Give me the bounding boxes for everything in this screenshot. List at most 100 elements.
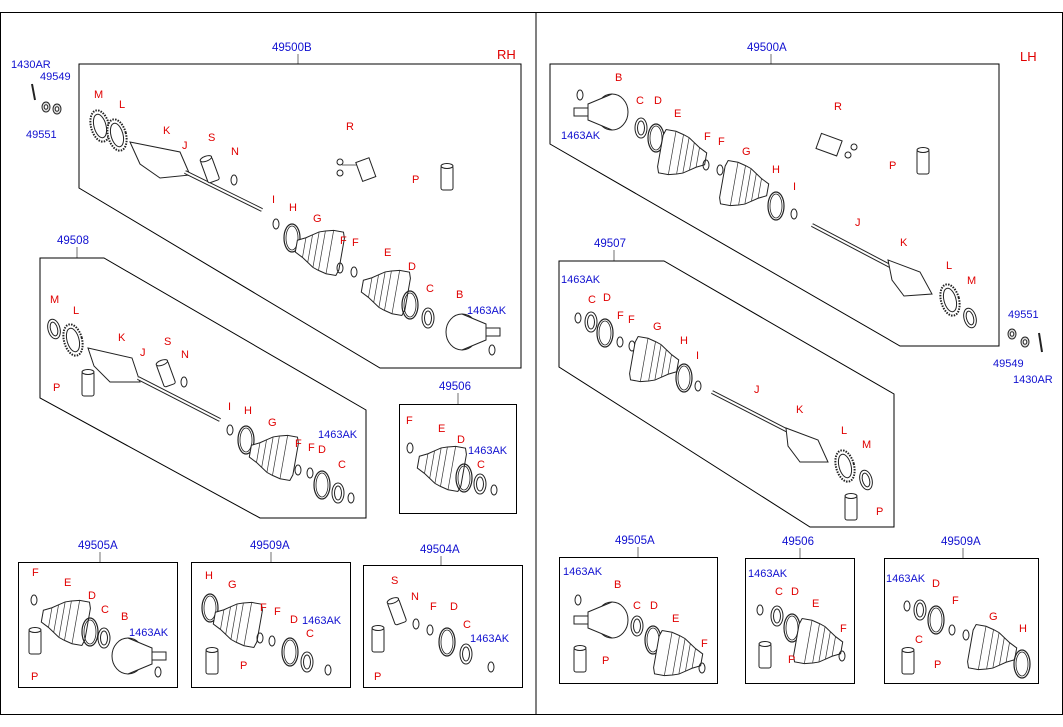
callout-label: 1463AK — [470, 633, 510, 645]
callout-label: H — [205, 570, 213, 582]
callout-label: D — [408, 261, 416, 273]
callout-label: D — [650, 600, 658, 612]
kit-frame-49505a-lh — [559, 557, 718, 684]
callout-label: D — [88, 590, 96, 602]
kit-labels-49504a-rh: S N F D C 1463AK P — [374, 575, 510, 683]
kit-frame-49506-rh — [399, 404, 517, 514]
hardware-label-49549-lh: 49549 — [993, 358, 1024, 370]
callout-label: 1463AK — [563, 566, 603, 578]
callout-label: K — [163, 125, 171, 137]
callout-label: P — [876, 506, 883, 518]
callout-label: J — [140, 347, 146, 359]
shaft-assembly-49500a — [573, 89, 979, 330]
callout-label: M — [862, 439, 871, 451]
callout-label: I — [696, 350, 699, 362]
callout-label: P — [602, 655, 609, 667]
callout-label: 1463AK — [302, 615, 342, 627]
hardware-label-49549: 49549 — [40, 71, 71, 83]
hardware-label-49551: 49551 — [26, 129, 57, 141]
callout-label: D — [450, 601, 458, 613]
kit-labels-49509a-lh: 1463AK C D F G H P — [886, 573, 1027, 671]
callout-label: D — [457, 434, 465, 446]
kit-frame-49505a-rh — [18, 562, 178, 688]
callout-label: M — [94, 89, 103, 101]
kit-title-49505a-lh: 49505A — [615, 535, 655, 547]
callout-label: D — [318, 444, 326, 456]
callout-label: E — [674, 108, 681, 120]
callout-label: P — [31, 671, 38, 683]
labels-49500b: M L K J S N R P I H G F F E D C B 1463AK — [94, 89, 507, 317]
kit-labels-49506-lh: 1463AK C D E F P — [748, 568, 847, 666]
callout-label: N — [231, 146, 239, 158]
callout-label: G — [653, 321, 662, 333]
callout-label: M — [50, 294, 59, 306]
callout-label: D — [290, 614, 298, 626]
kit-frame-49509a-rh — [191, 562, 351, 688]
shaft-assembly-49507 — [574, 311, 875, 521]
callout-label: E — [384, 247, 391, 259]
callout-label: D — [654, 95, 662, 107]
callout-label: F — [274, 606, 281, 618]
assembly-frame-49500b — [78, 63, 522, 369]
callout-label: K — [118, 332, 126, 344]
callout-label: F — [704, 131, 711, 143]
labels-49507: 1463AK C D F F G H I J K L M P — [561, 274, 883, 518]
callout-label: G — [313, 213, 322, 225]
callout-label: C — [588, 294, 596, 306]
callout-label: E — [64, 577, 71, 589]
shaft-assembly-49500b — [86, 107, 501, 356]
assembly-frame-49507 — [558, 260, 895, 528]
callout-label: F — [628, 314, 635, 326]
callout-label: P — [374, 671, 381, 683]
callout-label: 1463AK — [561, 274, 601, 286]
assembly-title-49500b: 49500B — [272, 42, 312, 54]
callout-label: H — [1019, 623, 1027, 635]
callout-label: 1463AK — [468, 445, 508, 457]
callout-label: C — [915, 634, 923, 646]
callout-label: H — [772, 164, 780, 176]
kit-title-49509a-lh: 49509A — [941, 536, 981, 548]
callout-label: I — [272, 194, 275, 206]
callout-label: K — [900, 237, 908, 249]
labels-49508: M L K J S N P I H G F F D C 1463AK — [50, 294, 358, 471]
callout-label: C — [426, 283, 434, 295]
callout-label: G — [268, 417, 277, 429]
callout-label: R — [346, 121, 354, 133]
hardware-parts-rh — [31, 83, 62, 115]
callout-label: F — [308, 442, 315, 454]
callout-label: P — [412, 174, 419, 186]
callout-label: F — [718, 136, 725, 148]
labels-49500a: B 1463AK C D E F F G H I R P J K L M — [561, 72, 976, 287]
callout-label: P — [889, 160, 896, 172]
callout-label: R — [834, 101, 842, 113]
callout-label: C — [101, 604, 109, 616]
callout-label: F — [295, 438, 302, 450]
callout-label: 1463AK — [318, 429, 358, 441]
callout-label: F — [617, 310, 624, 322]
callout-label: P — [53, 382, 60, 394]
callout-label: I — [228, 401, 231, 413]
callout-label: F — [260, 602, 267, 614]
callout-label: H — [289, 202, 297, 214]
callout-label: C — [477, 459, 485, 471]
callout-label: 1463AK — [129, 627, 169, 639]
hardware-label-1430ar: 1430AR — [11, 59, 51, 71]
kit-title-49504a-rh: 49504A — [420, 544, 460, 556]
callout-label: F — [32, 567, 39, 579]
callout-label: F — [352, 237, 359, 249]
callout-label: H — [244, 405, 252, 417]
callout-label: L — [946, 260, 952, 272]
hardware-parts-lh — [1007, 328, 1043, 353]
callout-label: E — [438, 423, 445, 435]
assembly-frame-49500a — [549, 63, 1000, 347]
kit-title-49505a-rh: 49505A — [78, 540, 118, 552]
kit-parts-49506-lh — [756, 604, 846, 670]
callout-label: C — [633, 600, 641, 612]
shaft-assembly-49508 — [45, 317, 355, 504]
hardware-label-49551-lh: 49551 — [1008, 309, 1039, 321]
callout-label: P — [240, 660, 247, 672]
callout-label: F — [701, 638, 708, 650]
callout-label: F — [840, 623, 847, 635]
callout-label: J — [754, 384, 760, 396]
